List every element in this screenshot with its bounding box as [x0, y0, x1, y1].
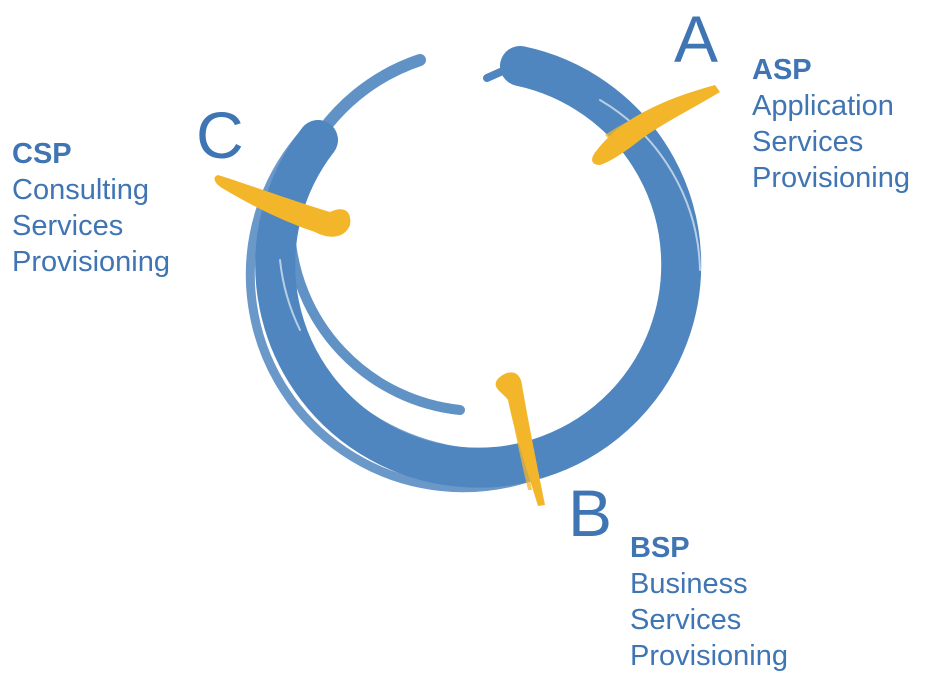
- letter-b: B: [568, 476, 613, 550]
- label-bsp: BSP Business Services Provisioning: [630, 530, 788, 674]
- label-asp-line-2: Services: [752, 126, 864, 158]
- label-bsp-abbr: BSP: [630, 532, 690, 564]
- ring-texture-stroke-2: [285, 225, 465, 415]
- label-bsp-line-1: Business: [630, 568, 748, 600]
- stroke-b-texture: [509, 395, 532, 490]
- label-asp-line-1: Application: [752, 90, 894, 122]
- ring-texture-stroke-3: [267, 237, 503, 456]
- ring-texture-stroke-4: [304, 54, 426, 156]
- ring-fragment: [483, 66, 509, 82]
- stroke-a-texture: [605, 92, 702, 140]
- label-csp-line-2: Services: [12, 210, 124, 242]
- ring-dry-streak-1: [599, 99, 701, 271]
- label-asp-line-3: Provisioning: [752, 162, 910, 194]
- label-asp: ASP Application Services Provisioning: [752, 52, 910, 196]
- letter-c: C: [196, 98, 244, 172]
- ring-dry-streak-3: [279, 259, 301, 331]
- label-bsp-line-2: Services: [630, 604, 742, 636]
- ring-dry-streak-2: [329, 349, 471, 441]
- label-csp-line-1: Consulting: [12, 174, 150, 206]
- blue-brush-ring: [245, 46, 702, 493]
- label-csp-abbr: CSP: [12, 138, 72, 170]
- letter-a: A: [674, 2, 719, 76]
- label-bsp-line-3: Provisioning: [630, 640, 788, 672]
- stroke-a: [592, 85, 720, 165]
- yellow-brush-strokes: [214, 85, 720, 506]
- ring-texture-stroke-1: [245, 73, 681, 493]
- label-csp-line-3: Provisioning: [12, 246, 170, 278]
- label-asp-abbr: ASP: [752, 54, 812, 86]
- label-csp: CSP Consulting Services Provisioning: [12, 136, 170, 280]
- stroke-c-texture: [233, 183, 325, 220]
